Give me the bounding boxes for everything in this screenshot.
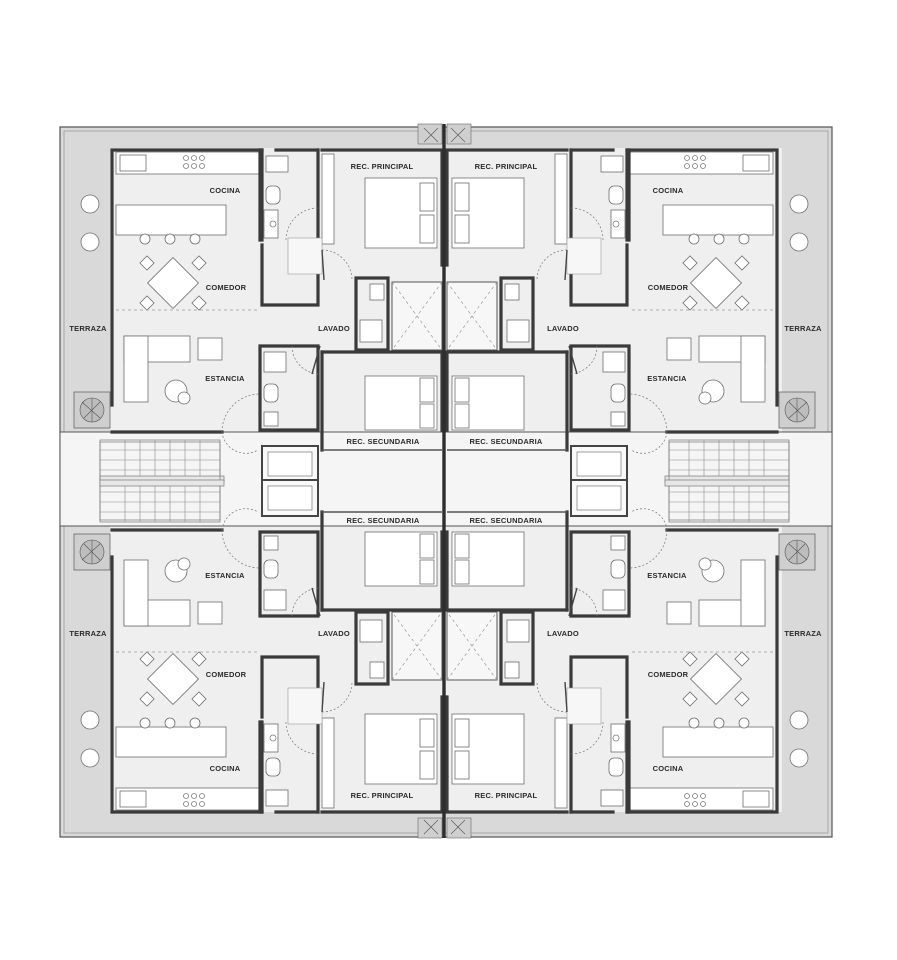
label-rec-principal-bl: REC. PRINCIPAL [351,791,414,800]
label-estancia-tl: ESTANCIA [205,374,245,383]
label-rec-principal-tr: REC. PRINCIPAL [475,162,538,171]
label-lavado-tr: LAVADO [547,324,579,333]
label-terraza-br: TERRAZA [784,629,822,638]
label-comedor-tr: COMEDOR [648,283,689,292]
label-lavado-br: LAVADO [547,629,579,638]
label-estancia-tr: ESTANCIA [647,374,687,383]
label-estancia-bl: ESTANCIA [205,571,245,580]
label-rec-secundaria-bl: REC. SECUNDARIA [346,516,419,525]
label-rec-principal-tl: REC. PRINCIPAL [351,162,414,171]
label-cocina-br: COCINA [653,764,684,773]
label-lavado-bl: LAVADO [318,629,350,638]
label-cocina-bl: COCINA [210,764,241,773]
label-terraza-tl: TERRAZA [69,324,107,333]
label-comedor-bl: COMEDOR [206,670,247,679]
label-estancia-br: ESTANCIA [647,571,687,580]
label-comedor-br: COMEDOR [648,670,689,679]
label-cocina-tl: COCINA [210,186,241,195]
label-rec-secundaria-br: REC. SECUNDARIA [469,516,542,525]
label-lavado-tl: LAVADO [318,324,350,333]
label-cocina-tr: COCINA [653,186,684,195]
label-rec-secundaria-tl: REC. SECUNDARIA [346,437,419,446]
label-rec-secundaria-tr: REC. SECUNDARIA [469,437,542,446]
label-terraza-bl: TERRAZA [69,629,107,638]
label-comedor-tl: COMEDOR [206,283,247,292]
label-terraza-tr: TERRAZA [784,324,822,333]
label-rec-principal-br: REC. PRINCIPAL [475,791,538,800]
